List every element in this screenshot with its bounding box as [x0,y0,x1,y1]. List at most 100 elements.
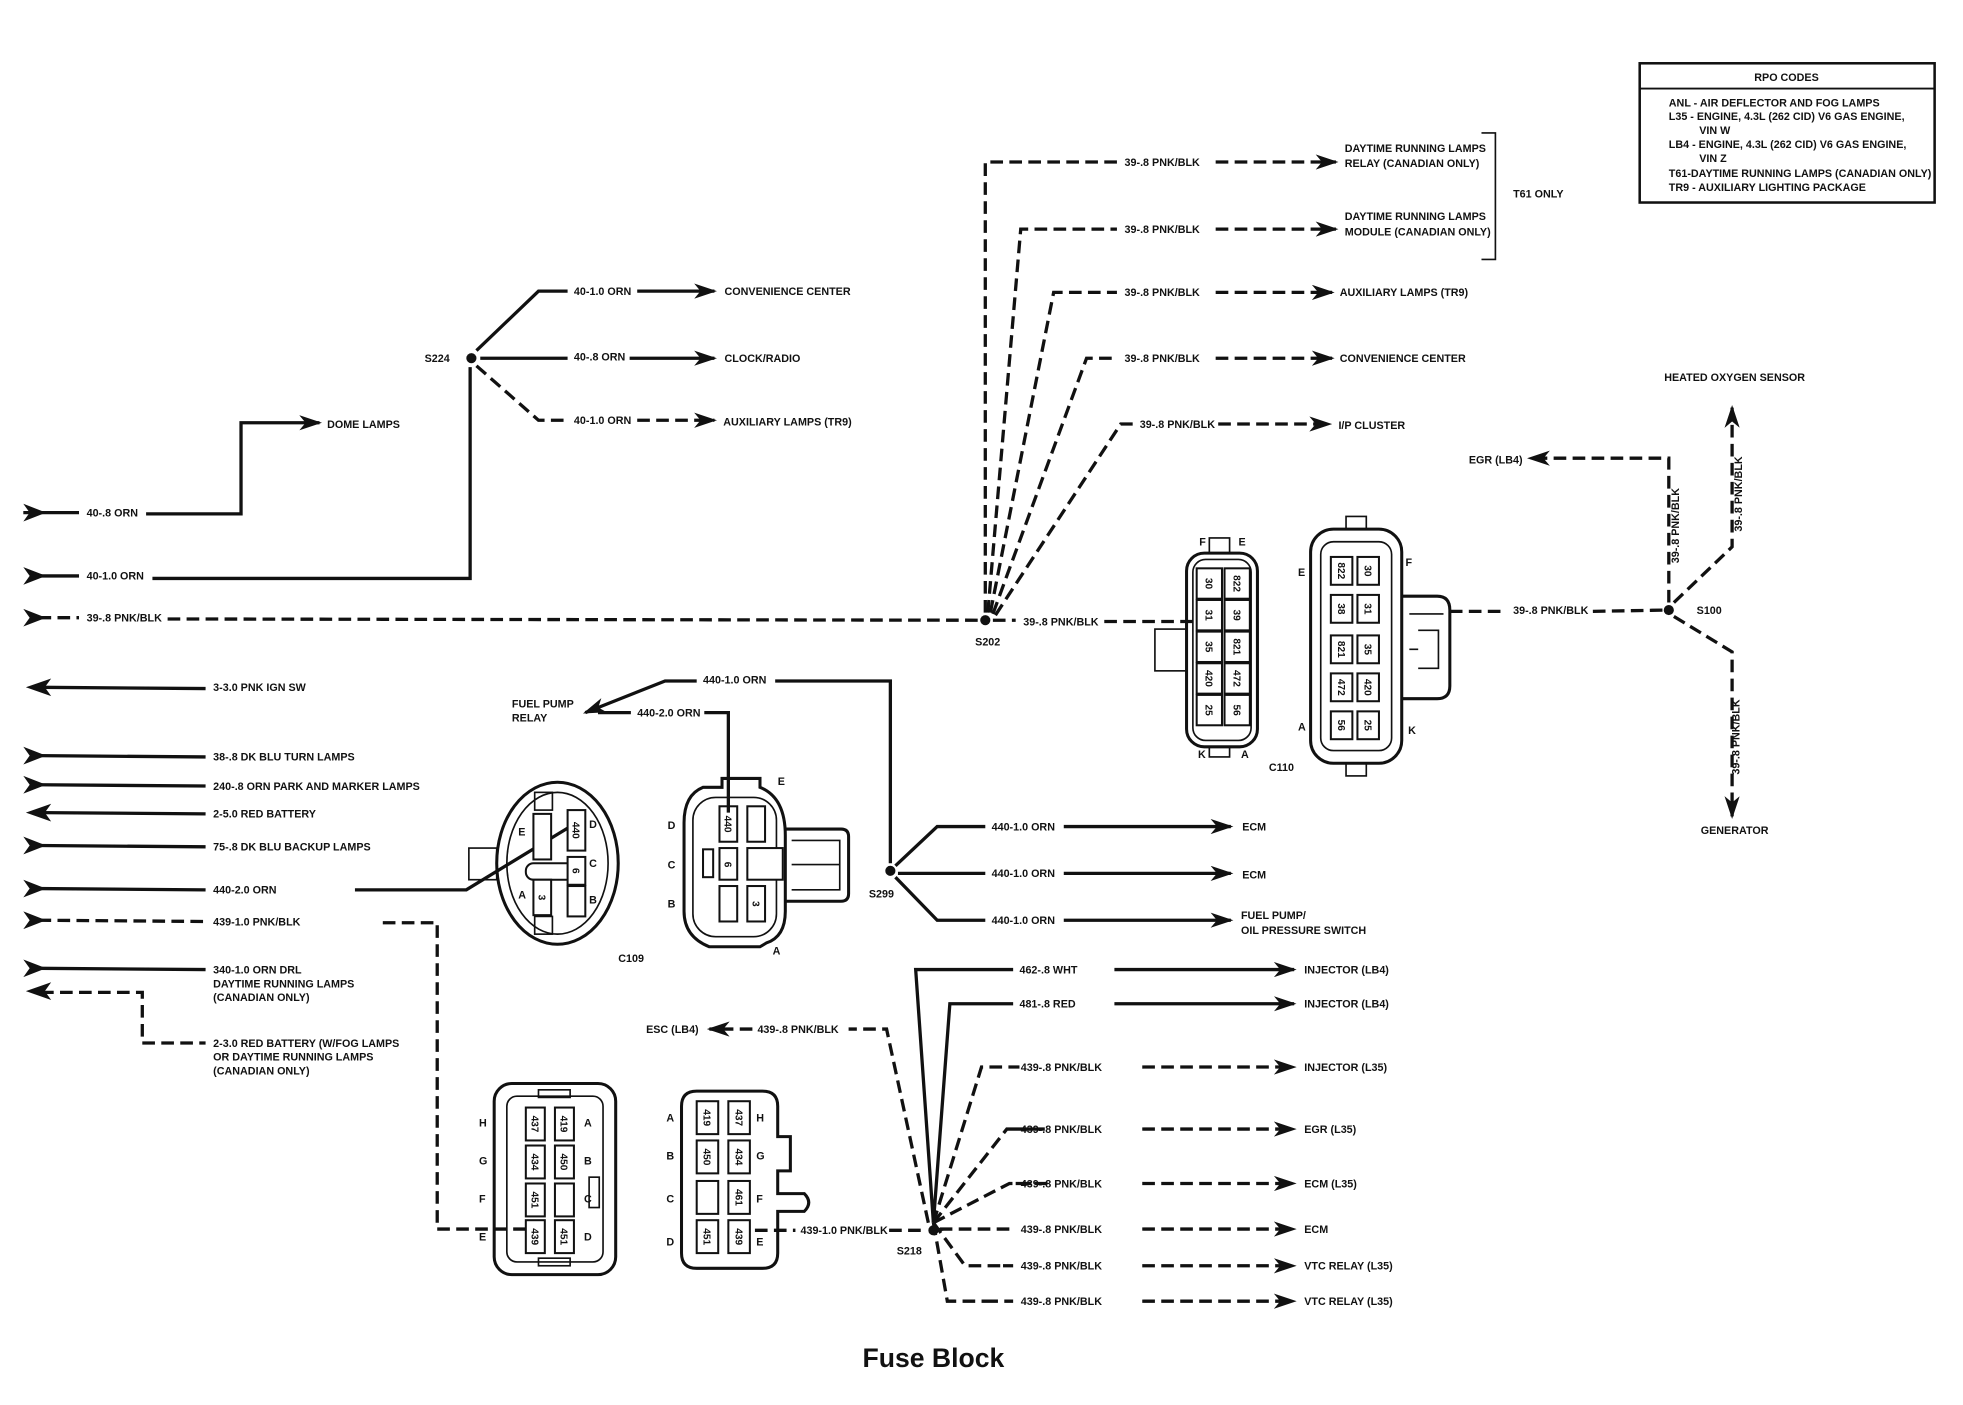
wire-label: 440-1.0 ORN [992,868,1056,880]
pin-number: 450 [558,1154,569,1171]
wire-label: (CANADIAN ONLY) [213,992,310,1004]
rpo-line: VIN Z [1699,153,1727,165]
connector-pin [1223,598,1251,632]
pin-number: 25 [1361,720,1372,732]
wire-label: 39-.8 PNK/BLK [1140,419,1216,431]
rpo-line: TR9 - AUXILIARY LIGHTING PACKAGE [1669,182,1866,194]
wire-label: 40-1.0 ORN [574,286,632,298]
wire-label: 39-.8 PNK/BLK [1733,456,1745,532]
connector-pin [727,1100,751,1136]
arrow-right-icon [23,775,47,794]
pin-letter: B [668,899,676,911]
connector-pin [553,1219,575,1255]
pin-number: 38 [1335,603,1346,615]
connector-pin [1195,630,1224,664]
dest-label: FUEL PUMP/ [1241,910,1306,922]
pin-letter: F [756,1193,763,1205]
diagram-title: Fuse Block [863,1343,1005,1373]
connector-pin [1329,710,1354,741]
splice-s224: S224 40-1.0 ORN CONVENIENCE CENTER 40-.8… [425,283,852,428]
connector-pin [1195,693,1224,727]
wire-label: 39-.8 PNK/BLK [1125,157,1201,169]
pin-letter: C [589,858,597,870]
connector-pin [1329,634,1354,665]
pin-letter: C [666,1193,674,1205]
dest-label: AUXILIARY LAMPS (TR9) [1340,287,1469,299]
dest-label: EGR (L35) [1304,1124,1356,1136]
connector-pin [1329,555,1354,586]
splice-s202: S202 39-.8 PNK/BLK DAYTIME RUNNING LAMPS… [975,132,1564,649]
wire [913,967,1014,1223]
connector-pin [1195,567,1224,600]
pin-letter: C [584,1193,592,1205]
pin-letter: E [778,776,785,788]
wire-label: 440-2.0 ORN [637,707,701,719]
dest-label: FUEL PUMP [512,699,574,711]
dest-label: ECM [1304,1224,1328,1236]
connector-pin [1223,662,1251,695]
pin-number: 439 [732,1228,743,1245]
wire-label: DAYTIME RUNNING LAMPS [213,978,354,990]
pin-letter: A [1298,721,1306,733]
wire-label: 2-3.0 RED BATTERY (W/FOG LAMPS [213,1038,399,1050]
bracket-note: T61 ONLY [1513,188,1563,200]
wire-label: 439-.8 PNK/BLK [1021,1124,1102,1136]
pin-letter: A [584,1118,592,1130]
pin-number: 31 [1361,603,1372,615]
wire-label: 39-.8 PNK/BLK [1670,488,1682,564]
connector-pin [1195,598,1224,632]
splice-s218: S218 439-.8 PNK/BLK ESC (LB4) 439-1.0 PN… [646,961,1393,1309]
fuel-pump-relay-wires: FUEL PUMP RELAY 440-1.0 ORN 440-2.0 ORN [512,675,893,864]
pin-number: 822 [1230,575,1241,592]
wire-label: 439-.8 PNK/BLK [1021,1224,1102,1236]
wire-label: 40-.8 ORN [87,507,139,519]
connector-pin [1329,672,1354,703]
wire-label: 440-2.0 ORN [213,885,277,897]
wire-label: 39-.8 PNK/BLK [1125,287,1201,299]
pin-letter: B [589,895,597,907]
pin-letter: F [1406,557,1413,569]
dest-label: AUXILIARY LAMPS (TR9) [723,416,852,428]
connector-pin [524,1219,546,1255]
pin-letter: G [479,1156,487,1168]
rpo-line: LB4 - ENGINE, 4.3L (262 CID) V6 GAS ENGI… [1669,139,1907,151]
rpo-line: VIN W [1699,125,1731,137]
splice-s299: S299 440-1.0 ORN ECM 440-1.0 ORN ECM 440… [869,818,1366,937]
left-wires: 40-.8 ORN DOME LAMPS 40-1.0 ORN 39-.8 PN… [23,367,978,1231]
wire-label: 439-.8 PNK/BLK [1021,1296,1102,1308]
wire-label: 39-.8 PNK/BLK [1125,353,1201,365]
connector-c109-right: E D C B A 440 6 3 [668,776,851,957]
dest-label: ESC (LB4) [646,1024,699,1036]
wire [931,1222,1014,1303]
wire-label: 40-1.0 ORN [87,571,145,583]
arrow-right-icon [23,879,47,898]
pin-number: 451 [529,1192,540,1209]
pin-number: 419 [701,1109,712,1126]
pin-number: 25 [1203,704,1214,716]
connector-pin [1223,693,1251,727]
splice-label: S100 [1697,605,1722,617]
pin-number: 420 [1361,679,1372,696]
dest-label: RELAY (CANADIAN ONLY) [1345,158,1480,170]
wire-label: 439-1.0 PNK/BLK [213,916,300,928]
pin-number: 821 [1335,641,1346,658]
pin-letter: K [1198,749,1206,761]
connector-pin [524,1182,546,1218]
pin-number: 821 [1230,638,1241,655]
pin-number: 822 [1335,562,1346,579]
dest-label: EGR (LB4) [1469,454,1523,466]
pin-letter: F [479,1193,486,1205]
wire [932,1221,1014,1268]
pin-number: 472 [1335,679,1346,696]
arrow-right-icon [23,746,47,765]
wire-label: 39-.8 PNK/BLK [1513,605,1589,617]
wire-label: 75-.8 DK BLU BACKUP LAMPS [213,842,371,854]
pin-letter: C [668,859,676,871]
pin-number: 461 [732,1189,743,1206]
connector-pin [1356,672,1380,703]
pin-number: 39 [1230,610,1241,622]
splice-s100: S100 EGR (LB4) 39-.8 PNK/BLK 39-.8 PNK/B… [1469,372,1805,837]
